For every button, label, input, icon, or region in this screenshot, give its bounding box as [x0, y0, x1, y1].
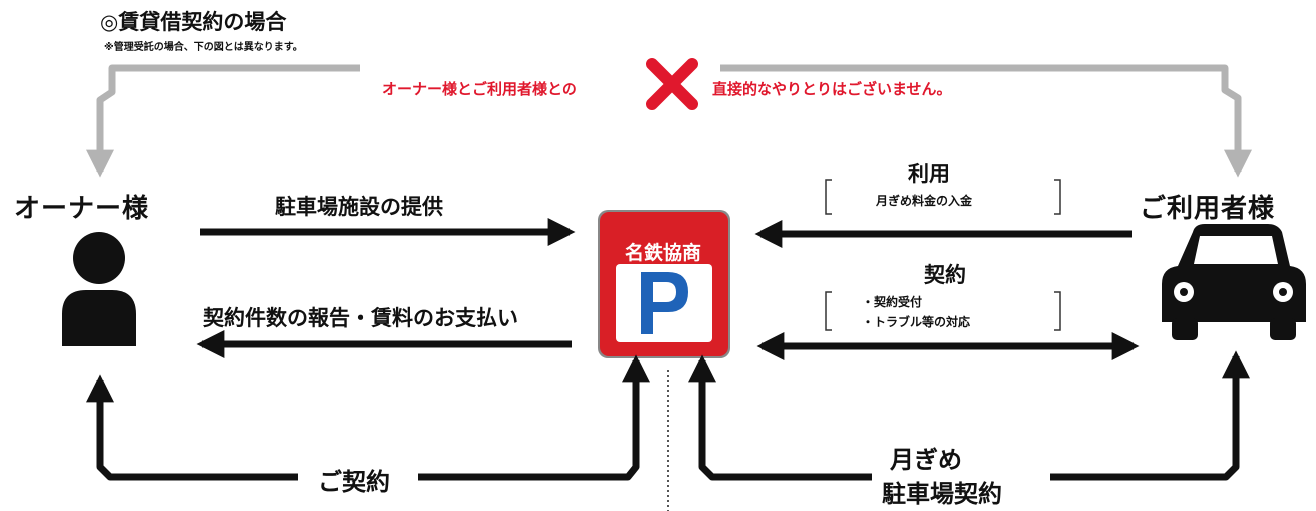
- car-icon: [1162, 224, 1306, 340]
- detail-bracket-use: [825, 179, 1061, 215]
- user-contract-label-line1: 月ぎめ: [890, 446, 962, 474]
- owner-label: オーナー様: [14, 194, 150, 224]
- person-icon: [62, 232, 136, 346]
- owner-contract-label: ご契約: [318, 468, 390, 496]
- parking-logo-icon: [598, 210, 730, 358]
- flow-report-label: 契約件数の報告・賃料のお支払い: [203, 306, 518, 330]
- owner-contract-loop: [86, 354, 650, 481]
- page-note: ※管理受託の場合、下の図とは異なります。: [104, 42, 303, 53]
- user-contract-loop: [688, 350, 1250, 481]
- detail-bracket-contract: [825, 291, 1061, 331]
- warning-text-right: 直接的なやりとりはございません。: [712, 80, 952, 98]
- cross-mark-icon: [646, 58, 698, 110]
- flow-provide-label: 駐車場施設の提供: [275, 195, 443, 219]
- user-contract-label-line2: 駐車場契約: [882, 480, 1002, 508]
- flow-contract-title: 契約: [924, 263, 966, 287]
- company-name: 名鉄協商: [624, 242, 701, 264]
- user-label: ご利用者様: [1140, 194, 1276, 224]
- flow-contract-item: ・トラブル等の対応: [862, 315, 971, 329]
- page-title: ◎賃貸借契約の場合: [100, 10, 287, 34]
- flow-contract-item: ・契約受付: [862, 295, 923, 309]
- flow-use-title: 利用: [908, 162, 950, 186]
- warning-text-left: オーナー様とご利用者様との: [382, 80, 577, 98]
- no-direct-contact-line: [86, 64, 1252, 178]
- flow-use-detail: 月ぎめ料金の入金: [876, 194, 973, 208]
